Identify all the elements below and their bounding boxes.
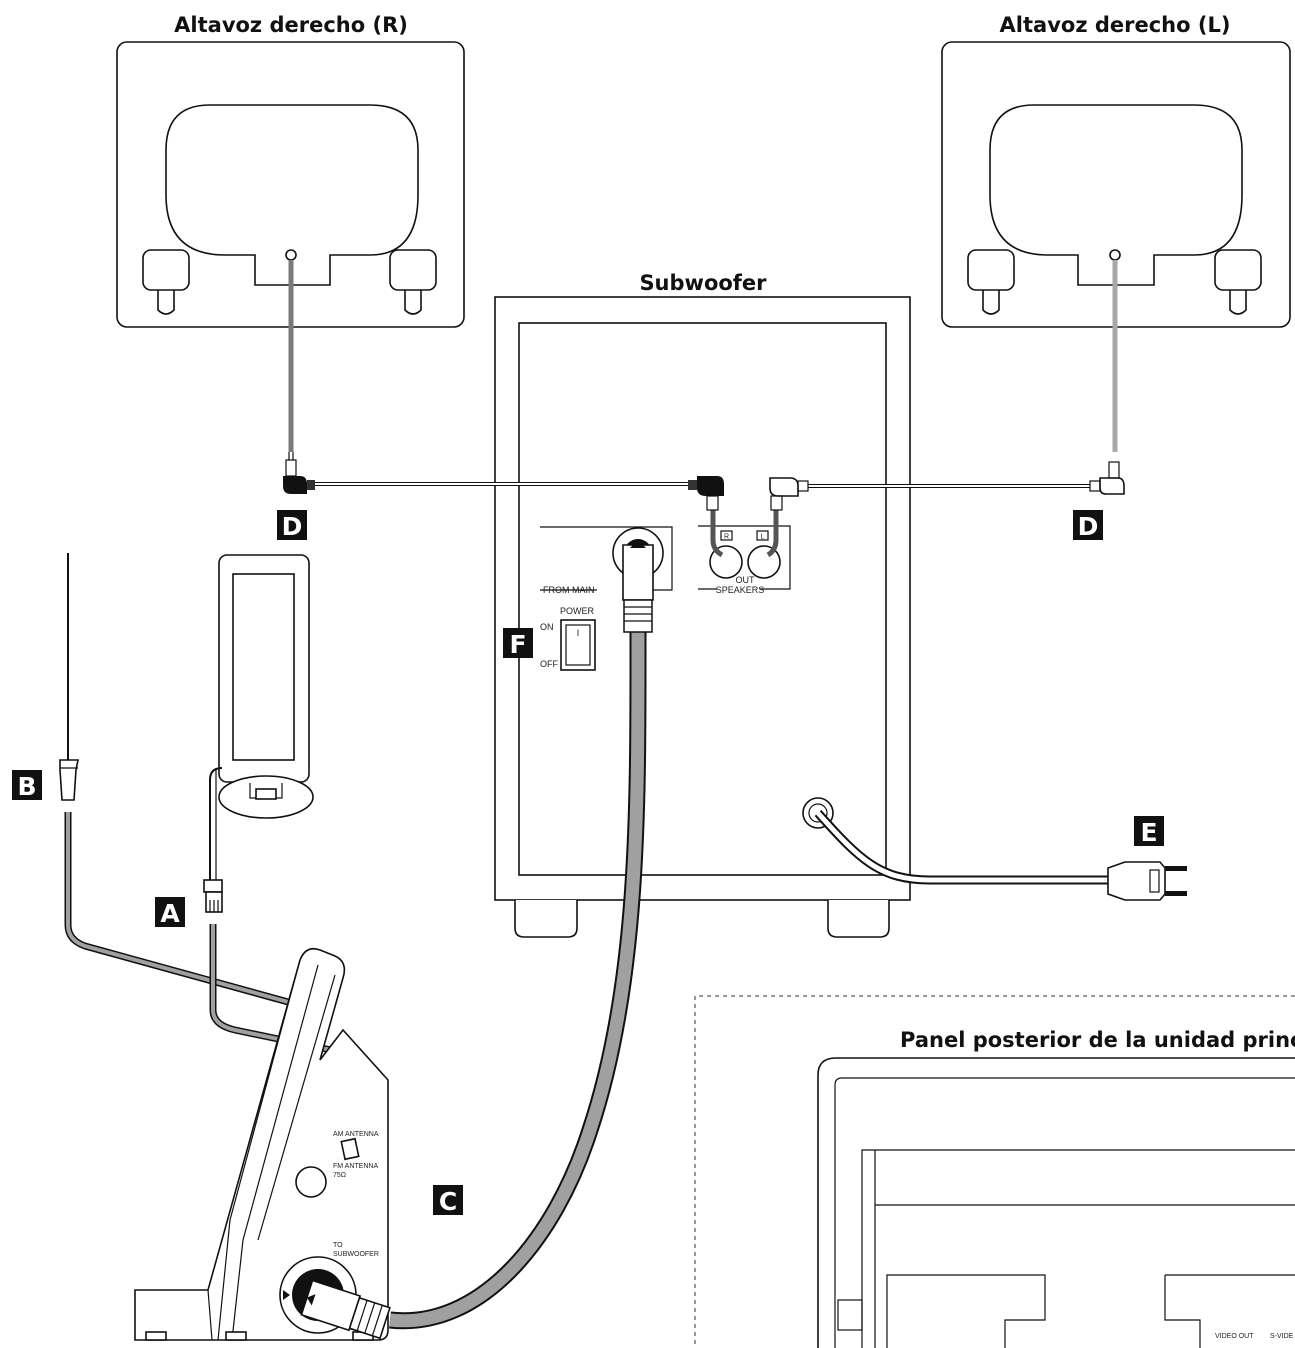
subwoofer-title: Subwoofer xyxy=(639,271,767,295)
off-label: OFF xyxy=(540,659,558,669)
fm-antenna-impedance: 75Ω xyxy=(333,1172,346,1179)
label-b: B xyxy=(12,770,42,801)
am-antenna-port-label: AM ANTENNA xyxy=(333,1131,379,1138)
label-a: A xyxy=(155,897,185,928)
svg-text:D: D xyxy=(1078,512,1099,541)
svg-text:B: B xyxy=(17,772,36,801)
right-speaker xyxy=(116,41,465,328)
svg-text:E: E xyxy=(1140,818,1157,847)
on-label: ON xyxy=(540,622,554,632)
jack-r-label: R xyxy=(724,534,729,541)
power-switch[interactable] xyxy=(560,619,596,671)
switch-mark: I xyxy=(577,628,580,638)
to-subwoofer-label-2: SUBWOOFER xyxy=(333,1251,379,1258)
out-label: OUT xyxy=(736,575,756,585)
speaker-cable-d xyxy=(283,452,1125,511)
label-f: F xyxy=(503,628,533,659)
rear-panel-region: VIDEO OUT S-VIDE xyxy=(694,995,1295,1348)
svg-text:F: F xyxy=(509,630,526,659)
speakers-label: SPEAKERS xyxy=(716,585,765,595)
s-video-label: S-VIDE xyxy=(1270,1333,1294,1340)
right-speaker-title: Altavoz derecho (R) xyxy=(174,13,408,37)
video-out-label: VIDEO OUT xyxy=(1215,1333,1254,1340)
main-unit-side: AM ANTENNA FM ANTENNA 75Ω TO SUBWOOFER xyxy=(134,947,391,1341)
label-e: E xyxy=(1134,816,1164,847)
from-main-label: FROM MAIN xyxy=(543,585,595,595)
subwoofer: FROM MAIN R L OUT SPEAKERS POWER ON OFF … xyxy=(494,296,911,938)
rear-panel-title: Panel posterior de la unidad princ xyxy=(900,1028,1295,1052)
svg-text:C: C xyxy=(439,1187,457,1216)
to-subwoofer-label-1: TO xyxy=(333,1242,343,1249)
jack-l-label: L xyxy=(761,534,765,541)
fm-antenna-port-label: FM ANTENNA xyxy=(333,1163,378,1170)
system-cable-c xyxy=(389,540,654,1330)
svg-text:A: A xyxy=(160,899,180,928)
label-d-right: D xyxy=(1073,510,1103,541)
left-speaker-title: Altavoz derecho (L) xyxy=(1000,13,1231,37)
power-label: POWER xyxy=(560,606,595,616)
svg-text:D: D xyxy=(282,512,303,541)
fm-antenna-b xyxy=(59,553,311,1012)
left-speaker xyxy=(941,41,1291,328)
am-antenna-a xyxy=(203,554,356,1059)
power-cord-e xyxy=(814,810,1187,901)
label-c: C xyxy=(433,1185,463,1216)
label-d-left: D xyxy=(277,510,307,541)
